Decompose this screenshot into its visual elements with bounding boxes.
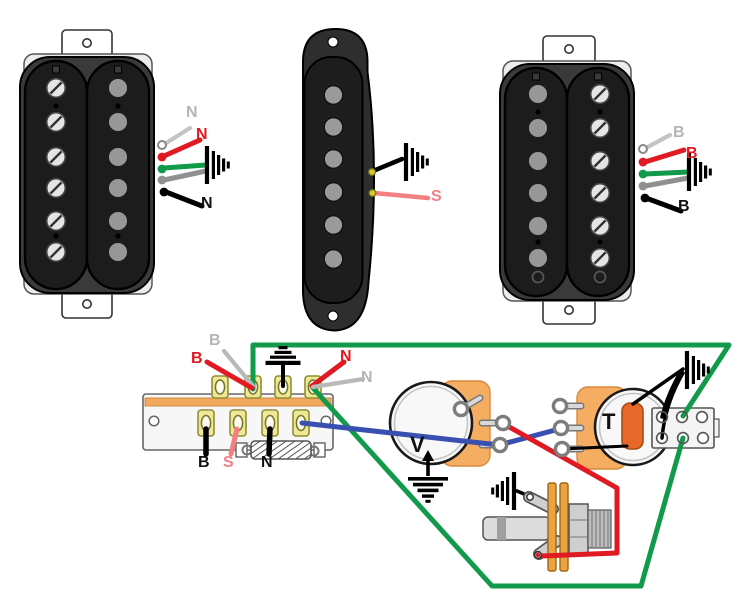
middle-pickup-wires xyxy=(368,156,431,201)
switch-out-s-label: S xyxy=(223,454,234,471)
plate-hole-rims xyxy=(655,410,710,445)
coil xyxy=(85,59,151,291)
tone-and-plate-wires xyxy=(560,367,685,451)
bridge-red-wire-label: B xyxy=(686,145,698,162)
pickup-face xyxy=(303,56,364,304)
neck-black-wire-label: N xyxy=(201,195,213,212)
ground-symbol xyxy=(491,472,516,510)
ground-symbol xyxy=(403,143,429,181)
bridge-white-wire-label: B xyxy=(673,124,685,141)
neck-humbucker xyxy=(19,29,230,319)
tone-capacitor xyxy=(621,402,644,450)
jack-nut xyxy=(568,503,589,555)
jack-barrel xyxy=(482,516,551,541)
bridge-black-wire-label: B xyxy=(678,198,690,215)
switch-white-n-label: N xyxy=(361,369,373,386)
bridge-pickup-wires xyxy=(638,132,691,214)
neck-white-wire-label: N xyxy=(186,104,198,121)
middle-signal-wire-label: S xyxy=(431,188,442,205)
neck-pickup-wires xyxy=(157,125,209,209)
ground-loop-wire xyxy=(250,342,732,589)
switch-white-b-label: B xyxy=(209,332,221,349)
switch-out-b-label: B xyxy=(198,454,210,471)
switch-stripe xyxy=(144,397,332,407)
bridge-humbucker xyxy=(499,35,712,325)
ground-symbol xyxy=(204,146,230,184)
tone-pot-label: T xyxy=(602,409,616,434)
neck-red-wire-label: N xyxy=(196,126,208,143)
pot-can xyxy=(388,380,474,466)
volume-ground xyxy=(422,450,434,476)
middle-single-coil xyxy=(302,27,431,332)
switch-red-b-label: B xyxy=(191,350,203,367)
switch-out-n-label: N xyxy=(261,454,273,471)
selector-switch xyxy=(142,375,334,460)
volume-pot xyxy=(388,380,503,503)
ground-symbol xyxy=(265,346,301,382)
jack-washer xyxy=(547,482,557,572)
spring xyxy=(235,440,326,460)
coil xyxy=(565,66,631,298)
switch-red-n-label: N xyxy=(340,348,352,365)
mounting-tab xyxy=(542,35,596,325)
jack-washer xyxy=(559,482,569,572)
mounting-tab xyxy=(61,29,113,319)
volume-pot-label: V xyxy=(410,432,425,457)
output-jack xyxy=(482,472,612,572)
